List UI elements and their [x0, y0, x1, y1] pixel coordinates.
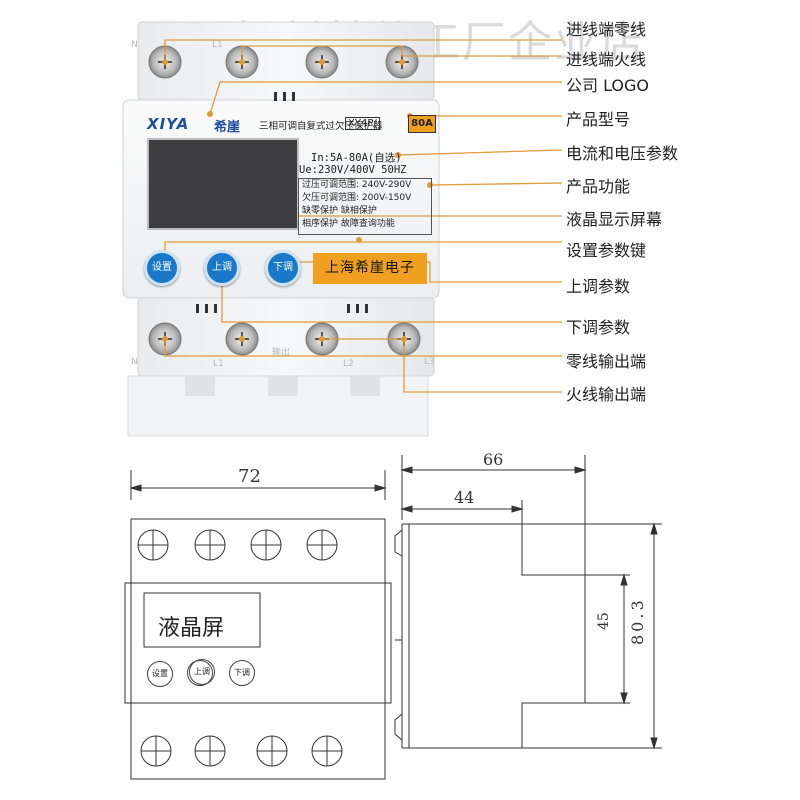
- dim-height-45: 45: [596, 612, 612, 630]
- terminal-label-l1-bottom: L1: [213, 359, 224, 369]
- spec-voltage: Ue:230V/400V 50HZ: [299, 164, 407, 176]
- callout-functions: 产品功能: [566, 177, 631, 196]
- callout-company-logo: 公司 LOGO: [566, 76, 650, 95]
- drawing-up-button: 上调: [189, 659, 215, 685]
- callout-input-live: 进线端火线: [566, 50, 647, 69]
- callout-current-voltage: 电流和电压参数: [566, 144, 679, 163]
- model-number: XY4P/: [345, 117, 380, 130]
- function-line: 过压可调范围: 240V-290V: [302, 180, 412, 190]
- dim-width-72: 72: [238, 466, 261, 487]
- lcd-screen: [147, 138, 299, 230]
- terminal-label-l2: L2: [343, 359, 354, 369]
- callout-set-key: 设置参数键: [566, 241, 647, 260]
- function-line: 缺零保护 缺相保护: [302, 206, 377, 216]
- callout-up-key: 上调参数: [566, 277, 631, 296]
- down-button[interactable]: 下调: [265, 250, 301, 286]
- function-list: 过压可调范围: 240V-290V 欠压可调范围: 200V-150V 缺零保护…: [298, 178, 432, 235]
- up-button[interactable]: 上调: [204, 250, 240, 286]
- terminal-label-output: 输出: [272, 348, 291, 358]
- callout-input-neutral: 进线端零线: [566, 20, 647, 39]
- dim-depth-66: 66: [483, 450, 504, 469]
- callout-down-key: 下调参数: [566, 318, 631, 337]
- function-line: 欠压可调范围: 200V-150V: [302, 193, 412, 203]
- spec-current: In:5A-80A(自选): [311, 152, 402, 164]
- terminal-label-l1-top: L1: [212, 40, 223, 50]
- drawing-lcd-label: 液晶屏: [158, 616, 225, 641]
- product-title: 三相可调自复式过欠压保护器: [259, 121, 383, 132]
- function-line: 相序保护 故障查询功能: [302, 219, 395, 229]
- terminal-label-n-top: N: [131, 40, 138, 50]
- callout-lcd: 液晶显示屏幕: [566, 210, 663, 229]
- callout-model: 产品型号: [566, 110, 631, 129]
- brand-logo: XIYA: [147, 115, 190, 133]
- model-amp-badge: 80A: [408, 115, 436, 133]
- dim-depth-44: 44: [454, 488, 475, 507]
- dim-height-80-3: 80.3: [628, 597, 647, 645]
- callout-neutral-output: 零线输出端: [566, 352, 647, 371]
- terminal-label-n-bottom: N: [131, 357, 138, 367]
- drawing-set-button: 设置: [147, 661, 173, 687]
- set-button[interactable]: 设置: [144, 250, 180, 286]
- callout-live-output: 火线输出端: [566, 385, 647, 404]
- terminal-label-l3: L3: [424, 357, 435, 367]
- drawing-down-button: 下调: [229, 660, 255, 686]
- company-name-badge: 上海希崖电子: [313, 253, 427, 284]
- brand-name: 希崖: [214, 120, 241, 135]
